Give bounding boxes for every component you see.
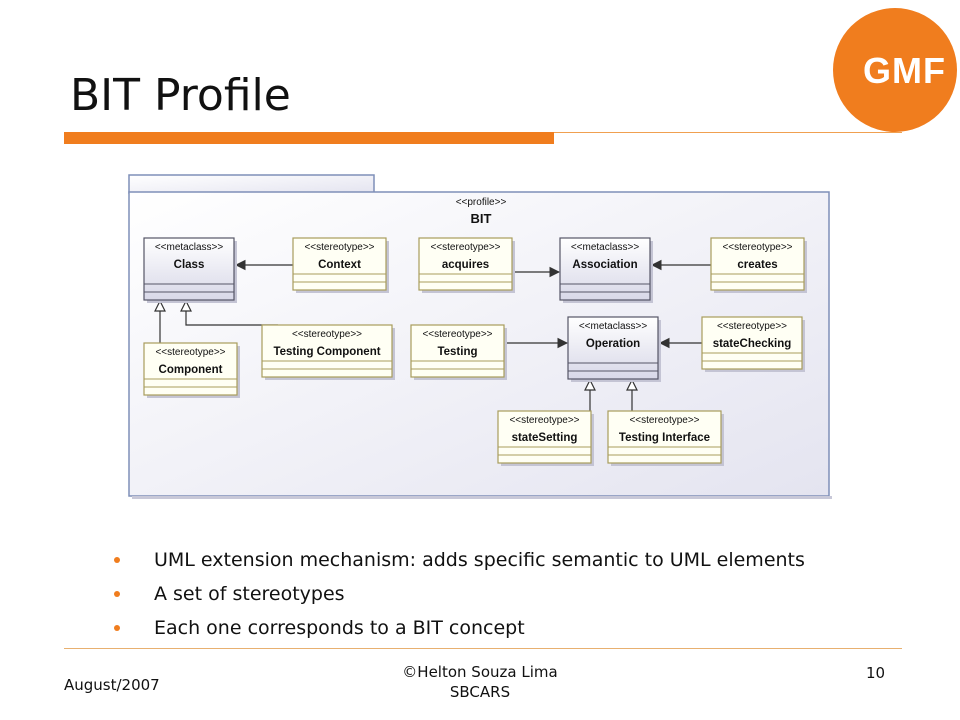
- class-name: Component: [159, 364, 223, 376]
- class-box-testing-component: <<stereotype>> Testing Component: [261, 324, 395, 380]
- class-box-state-setting: <<stereotype>> stateSetting: [497, 410, 594, 466]
- bullet-text: A set of stereotypes: [154, 583, 345, 605]
- stereotype-label: <<stereotype>>: [722, 242, 792, 253]
- stereotype-label: <<stereotype>>: [304, 242, 374, 253]
- class-box-creates: <<stereotype>> creates: [710, 237, 807, 293]
- stereotype-label: <<stereotype>>: [509, 415, 579, 426]
- stereotype-label: <<stereotype>>: [629, 415, 699, 426]
- class-box-testing: <<stereotype>> Testing: [410, 324, 507, 380]
- stereotype-label: <<stereotype>>: [292, 329, 362, 340]
- bullet-list: UML extension mechanism: adds specific s…: [110, 545, 805, 647]
- package-name: BIT: [471, 211, 492, 226]
- class-name: acquires: [442, 259, 489, 271]
- slide-title: BIT Profile: [70, 70, 291, 121]
- stereotype-label: <<stereotype>>: [422, 329, 492, 340]
- bullet-text: UML extension mechanism: adds specific s…: [154, 549, 805, 571]
- footer-date: August/2007: [64, 676, 160, 694]
- class-name: Context: [318, 259, 361, 271]
- package-tab: [128, 174, 375, 194]
- class-name: creates: [737, 259, 777, 271]
- generalization-testing-component-to-class: [186, 301, 278, 326]
- class-name: Testing Interface: [619, 432, 710, 444]
- page-number: 10: [866, 664, 886, 682]
- bullet-dot: [114, 557, 120, 563]
- class-name: Testing Component: [273, 346, 380, 358]
- class-box-operation: <<metaclass>> Operation: [567, 316, 661, 382]
- author-line: ©Helton Souza Lima: [402, 663, 558, 681]
- class-box-state-checking: <<stereotype>> stateChecking: [701, 316, 805, 372]
- stereotype-label: <<metaclass>>: [571, 242, 640, 253]
- bullet-text: Each one corresponds to a BIT concept: [154, 617, 525, 639]
- gmf-logo: GMF: [833, 8, 957, 132]
- bullet-item: Each one corresponds to a BIT concept: [110, 613, 805, 647]
- class-box-testing-interface: <<stereotype>> Testing Interface: [607, 410, 724, 466]
- logo-text: GMF: [863, 50, 946, 91]
- footer-author: ©Helton Souza Lima SBCARS: [380, 662, 580, 702]
- footer-rule: [64, 648, 902, 649]
- class-box-component: <<stereotype>> Component: [143, 342, 240, 398]
- class-box-context: <<stereotype>> Context: [292, 237, 389, 293]
- stereotype-label: <<stereotype>>: [717, 321, 787, 332]
- class-name: Testing: [437, 346, 477, 358]
- class-box-association: <<metaclass>> Association: [559, 237, 653, 303]
- title-rule-thick: [64, 132, 554, 144]
- stereotype-label: <<stereotype>>: [155, 347, 225, 358]
- stereotype-label: <<metaclass>>: [579, 321, 648, 332]
- package-stereotype: <<profile>>: [456, 197, 507, 208]
- relations: [160, 259, 711, 411]
- class-name: stateSetting: [512, 432, 578, 444]
- stereotype-label: <<stereotype>>: [430, 242, 500, 253]
- package-shadow: [132, 496, 832, 499]
- class-name: Operation: [586, 338, 640, 350]
- class-name: Class: [174, 259, 205, 271]
- conference-line: SBCARS: [449, 683, 511, 701]
- bit-profile-diagram: <<profile>> BIT <<metaclass>> Class <<ster…: [128, 174, 832, 499]
- class-box-acquires: <<stereotype>> acquires: [418, 237, 515, 293]
- bullet-dot: [114, 591, 120, 597]
- class-box-class: <<metaclass>> Class: [143, 237, 237, 303]
- class-name: stateChecking: [713, 338, 792, 350]
- stereotype-label: <<metaclass>>: [155, 242, 224, 253]
- bullet-item: A set of stereotypes: [110, 579, 805, 613]
- classes: <<metaclass>>Class<<stereotype>>Context<…: [143, 237, 807, 466]
- class-name: Association: [572, 259, 637, 271]
- bullet-dot: [114, 625, 120, 631]
- bullet-item: UML extension mechanism: adds specific s…: [110, 545, 805, 579]
